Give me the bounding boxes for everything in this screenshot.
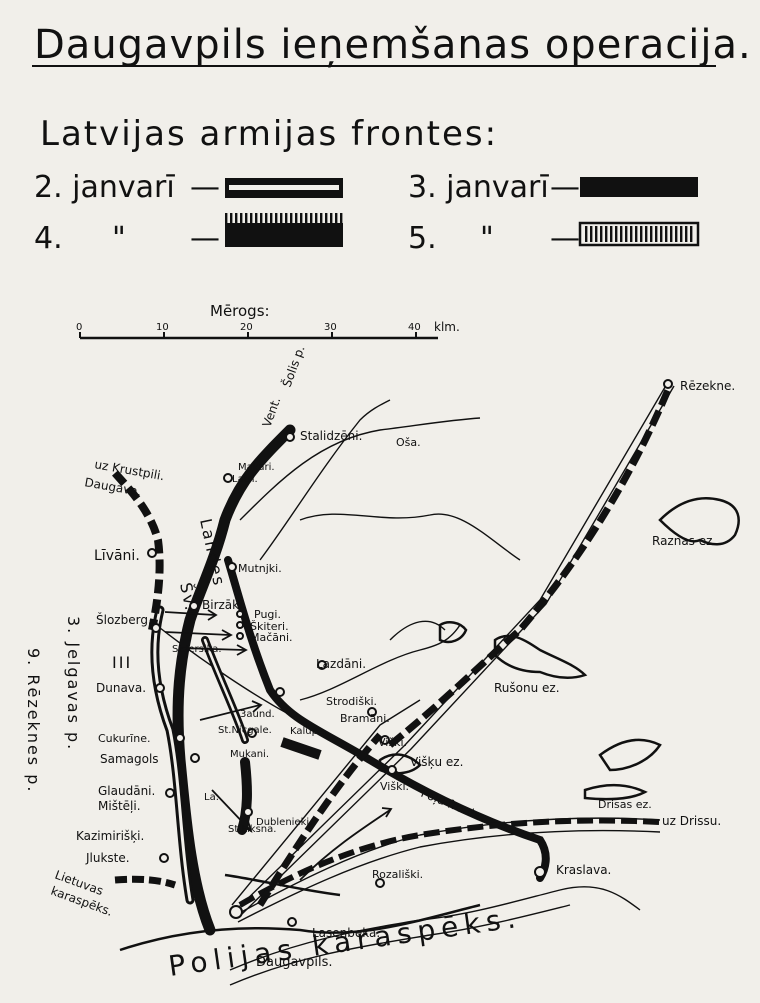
place-samagols: Samagols (100, 752, 159, 766)
legend-ditto: " (112, 221, 126, 256)
place-viski: Viški. (378, 736, 407, 749)
force-rezeknes: 9. Rēzeknes p. (24, 648, 43, 793)
legend-dash: — (190, 221, 220, 256)
legend-entry-jan5: 5. " — (408, 221, 700, 256)
place-markers (147, 379, 673, 927)
legend-dash: — (190, 170, 220, 205)
place-raznas-ez: Raznas ez. (652, 534, 716, 548)
front-jan5 (119, 873, 481, 952)
force-roman: III (112, 653, 132, 672)
rivers (149, 399, 641, 986)
place-strodiski: Strodiški. (326, 695, 377, 708)
place-st-liksna: St.Liksna. (228, 824, 276, 835)
place-slozberg: Šlozberg. (96, 612, 152, 627)
place-latri: Latri. (232, 474, 258, 485)
legend-entry-jan2: 2. janvarī — (34, 170, 343, 205)
legend-heading: Latvijas armijas frontes: (40, 114, 498, 154)
legend-dash: — (550, 221, 580, 256)
place-lasenbeka: Lasenbeka. (312, 926, 380, 940)
place-drisas-ez: Drisas ez. (598, 798, 652, 811)
scale-tick: 20 (240, 322, 253, 333)
scale-tick: 10 (156, 322, 169, 333)
place-pugi: Pugi. (254, 608, 281, 621)
place-saund: 3aund. (240, 709, 275, 720)
legend-dash: — (550, 170, 580, 205)
place-rozaliski: Rozališki. (372, 868, 423, 881)
map-title: Daugavpils ieņemšanas operacija. (34, 22, 752, 68)
legend-swatch-jan4 (225, 223, 343, 247)
legend-date: 5. (408, 221, 437, 256)
place-st-nicgale: St.Nicgale. (218, 725, 272, 736)
legend-swatch-jan3 (580, 177, 698, 197)
place-makari: Makari. (238, 462, 275, 473)
place-la: La. (204, 792, 219, 803)
scale-tick: 0 (76, 322, 82, 333)
force-vent: Vent. (260, 395, 284, 429)
place-visku-ez: Višķu ez. (410, 755, 463, 769)
force-polu-frontes: Poļu fronte. (419, 786, 488, 825)
place-daugavpils: Daugavpils. (256, 955, 333, 970)
place-dunava: Dunava. (96, 681, 146, 695)
place-stalidzeni: Stalidzēni. (300, 429, 362, 443)
scale-bar: Mērogs: 0 10 20 30 40 klm. (76, 302, 460, 340)
force-vent-sub: Šolis p. (279, 343, 308, 389)
force-polijas: Polijas karaspēks. (166, 901, 523, 983)
place-kalupe: Kalupe. (290, 726, 327, 737)
place-st-jersika: St.Jersika. (172, 644, 222, 655)
scale-label: Mērogs: (210, 302, 270, 320)
place-glaudani: Glaudāni. (98, 784, 155, 798)
place-uz-drissu: uz Drissu. (662, 814, 721, 828)
place-misteli: Mištēļi. (98, 799, 141, 813)
legend-date: 3. janvarī (408, 170, 549, 205)
legend-entry-jan3: 3. janvarī — (408, 170, 698, 205)
place-mukani: Mukani. (230, 749, 269, 760)
place-kraslava: Kraslava. (556, 863, 611, 877)
place-rezekne: Rēzekne. (680, 379, 735, 393)
place-daugava: Daugava. (83, 475, 142, 499)
place-dublenieki: Dublenieki. (256, 817, 312, 828)
place-lazdani: Lazdāni. (316, 657, 366, 671)
place-rusonu-ez: Rušonu ez. (494, 681, 560, 695)
place-kazimiriski: Kazimirišķi. (76, 829, 144, 843)
place-macani: Mačāni. (250, 631, 293, 644)
place-mutnjki: Mutnjki. (238, 562, 282, 575)
place-birzaki: Birzāki. (202, 598, 246, 612)
lakes (378, 496, 740, 801)
force-jelgavas: 3. Jelgavas p. (64, 616, 83, 751)
front-jan2 (150, 605, 249, 905)
legend-entry-jan4: 4. " — (34, 213, 343, 256)
place-bramani: Bramāni. (340, 712, 390, 725)
place-cukurine: Cukurīne. (98, 732, 150, 745)
attack-arrows (164, 609, 393, 881)
scale-tick: 30 (324, 322, 337, 333)
place-osa: Oša. (396, 436, 421, 449)
place-skiteri: Škiteri. (250, 620, 289, 633)
legend-swatch-jan5 (578, 221, 700, 247)
place-livani: Līvāni. (94, 548, 140, 564)
place-viski-2: Viški. (380, 780, 409, 793)
legend-date: 4. (34, 221, 63, 256)
legend-ditto: " (480, 221, 494, 256)
scale-tick: 40 (408, 322, 421, 333)
front-jan4 (112, 388, 672, 908)
place-jlukste: Jlukste. (85, 851, 130, 865)
legend-date: 2. janvarī (34, 170, 175, 205)
scale-unit: klm. (434, 320, 460, 334)
